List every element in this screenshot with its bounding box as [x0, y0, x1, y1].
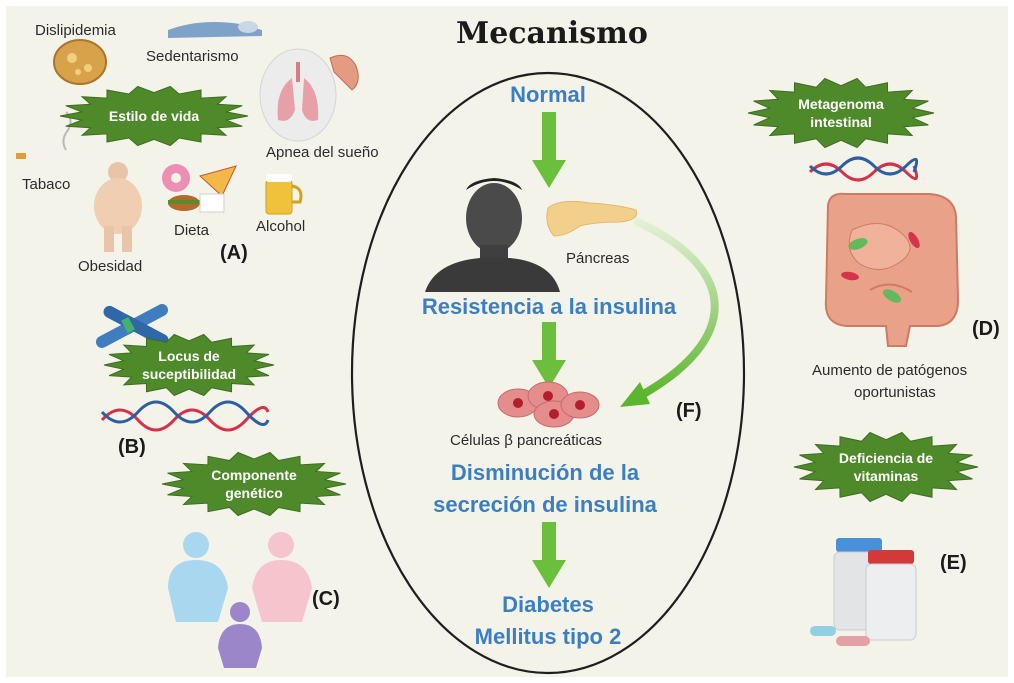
arrow-decrease-to-diabetes: [532, 522, 566, 588]
badge-susceptibility-locus-starburst: [103, 333, 275, 397]
label-insulin-resistance: Resistencia a la insulina: [421, 294, 677, 319]
label-dyslipidemia: Dislipidemia: [35, 22, 116, 39]
label-diabetes-line1: Diabetes: [502, 592, 594, 617]
letter-f: (F): [676, 400, 702, 422]
dna-helix-right-icon: [808, 156, 919, 182]
letter-e: (E): [940, 552, 967, 574]
letter-d: (D): [972, 318, 1000, 340]
pancreas-icon: [546, 200, 638, 237]
lungs-icon: [259, 48, 337, 142]
chromosome-icon: [95, 304, 169, 348]
label-pathogens-line1: Aumento de patógenos: [812, 362, 968, 379]
sedentary-person-icon: [168, 21, 262, 38]
arrow-resistance-to-cells: [532, 322, 566, 388]
badge-lifestyle-label: Estilo de vida: [108, 108, 200, 124]
badge-locus-line2: suceptibilidad: [141, 366, 237, 382]
dna-helix-left-icon: [100, 400, 270, 432]
badge-vitamins-line1: Deficiencia de: [838, 450, 934, 466]
beer-icon: [265, 174, 303, 215]
obese-person-icon: [94, 162, 142, 252]
badge-vitamin-deficiency-starburst: [793, 431, 979, 503]
label-apnea: Apnea del sueño: [266, 144, 379, 161]
letter-c: (C): [312, 588, 340, 610]
badge-metagenome-line1: Metagenoma: [798, 96, 884, 112]
label-diet: Dieta: [174, 222, 210, 239]
badge-intestinal-metagenome-starburst: [747, 77, 935, 149]
badge-genetic-line1: Componente: [211, 467, 297, 483]
airway-icon: [329, 54, 359, 91]
page-title: Mecanismo: [456, 16, 648, 51]
label-alcohol: Alcohol: [256, 218, 306, 235]
badge-genetic-line2: genético: [225, 485, 283, 501]
badge-locus-line1: Locus de: [158, 348, 220, 364]
badge-lifestyle-starburst: [59, 85, 249, 147]
label-tobacco: Tabaco: [22, 176, 71, 193]
person-silhouette-icon: [425, 178, 560, 292]
label-pathogens-line2: oportunistas: [854, 384, 936, 401]
badge-genetic-component-starburst: [161, 451, 347, 517]
label-normal: Normal: [510, 82, 586, 107]
arrow-pancreas-to-cells: [620, 218, 719, 407]
cholesterol-icon: [53, 39, 107, 85]
label-sedentarism: Sedentarismo: [146, 48, 239, 65]
badge-vitamin-deficiency: Deficiencia de vitaminas: [794, 432, 978, 502]
family-icon: [168, 532, 312, 668]
pill-bottles-icon: [810, 538, 917, 646]
label-diabetes-line2: Mellitus tipo 2: [474, 624, 622, 649]
mechanism-ellipse: [350, 71, 746, 675]
arrow-normal-to-resistance: [532, 112, 566, 188]
badge-susceptibility-locus: Locus de suceptibilidad: [104, 334, 274, 396]
badge-vitamins-line2: vitaminas: [853, 468, 919, 484]
badge-intestinal-metagenome: Metagenoma intestinal: [748, 78, 934, 148]
label-decrease-line1: Disminución de la: [450, 460, 640, 485]
label-decrease-line2: secreción de insulina: [433, 492, 657, 517]
letter-b: (B): [118, 436, 146, 458]
beta-cells-icon: [497, 381, 600, 428]
badge-lifestyle: Estilo de vida: [60, 86, 248, 146]
label-obesity: Obesidad: [78, 258, 143, 275]
junk-food-icon: [162, 164, 237, 213]
label-beta-cells: Células β pancreáticas: [450, 432, 603, 449]
badge-genetic-component: Componente genético: [162, 452, 346, 516]
badge-metagenome-line2: intestinal: [810, 114, 872, 130]
label-pancreas: Páncreas: [566, 250, 630, 267]
letter-a: (A): [220, 242, 248, 264]
intestine-icon: [824, 192, 960, 347]
